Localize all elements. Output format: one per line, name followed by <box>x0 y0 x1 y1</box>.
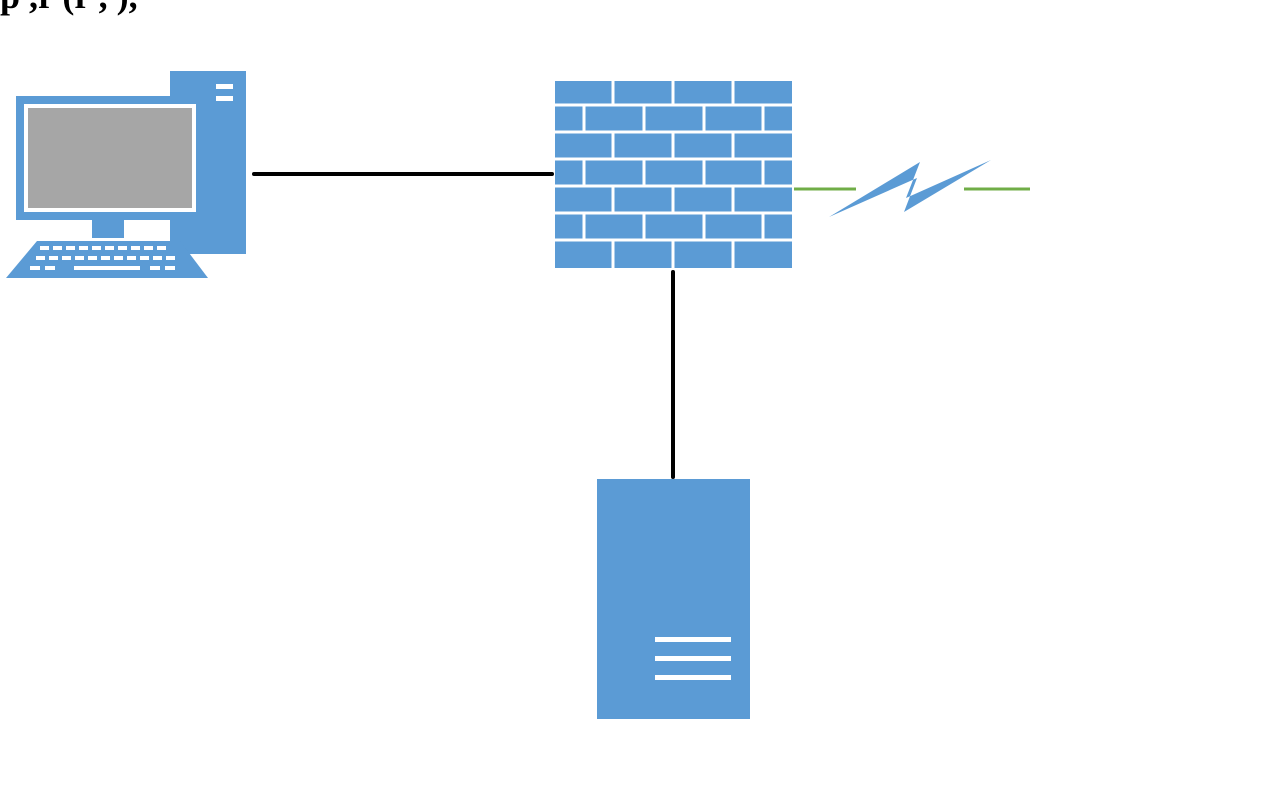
firewall-brick-wall-icon <box>555 81 792 268</box>
header-text-fragment: p ,r (r , ), <box>0 0 138 14</box>
wan-link <box>794 160 1030 217</box>
desktop-computer-icon <box>6 71 246 278</box>
server-tower-icon <box>597 479 750 719</box>
lightning-bolt-icon <box>829 160 991 217</box>
